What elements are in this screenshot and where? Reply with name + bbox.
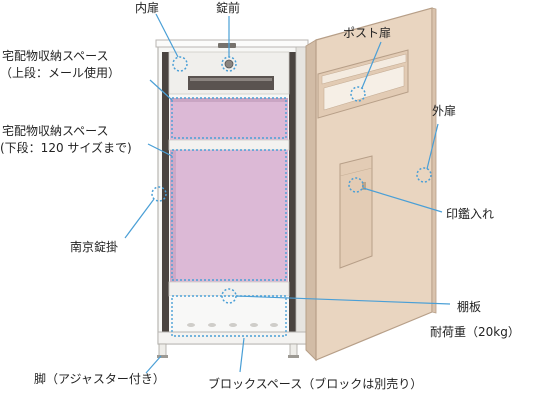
label-seal-holder: 印鑑入れ <box>446 207 495 221</box>
label-upper-space-2: （上段：メール使用） <box>0 66 121 80</box>
lower-space-frame <box>171 149 287 281</box>
upper-compartment <box>170 98 288 140</box>
nanking-lock-marker <box>151 186 167 202</box>
label-shelf-2: 耐荷重（20kg） <box>430 325 520 339</box>
block-space-frame <box>171 295 287 337</box>
label-post-door: ポスト扉 <box>343 26 392 40</box>
post-door-marker <box>350 86 366 102</box>
seal-holder-marker <box>348 177 364 193</box>
upper-space-frame <box>171 97 287 139</box>
cabinet-base <box>157 331 307 345</box>
label-upper-space-1: 宅配物収納スペース <box>2 49 109 63</box>
label-nanking-lock: 南京錠掛 <box>70 240 119 254</box>
label-outer-door: 外扉 <box>432 104 457 118</box>
label-lower-space-2: (下段：120 サイズまで) <box>0 141 132 155</box>
label-block-space: ブロックスペース（ブロックは別売り） <box>208 377 423 391</box>
label-lock-front: 錠前 <box>216 1 241 15</box>
label-shelf-1: 棚板 <box>457 300 482 314</box>
adjuster-legs <box>157 343 299 358</box>
label-legs: 脚（アジャスター付き） <box>34 372 165 386</box>
block-space <box>169 296 289 332</box>
callout-frames <box>171 97 287 337</box>
inner-door-marker <box>172 56 188 72</box>
lower-compartment <box>170 150 288 282</box>
middle-shelf <box>168 139 290 151</box>
label-lower-space-1: 宅配物収納スペース <box>2 124 109 138</box>
outer-door <box>305 7 437 362</box>
label-inner-door: 内扉 <box>135 1 160 15</box>
leader-lines <box>124 13 451 374</box>
outer-door-marker <box>416 167 432 183</box>
